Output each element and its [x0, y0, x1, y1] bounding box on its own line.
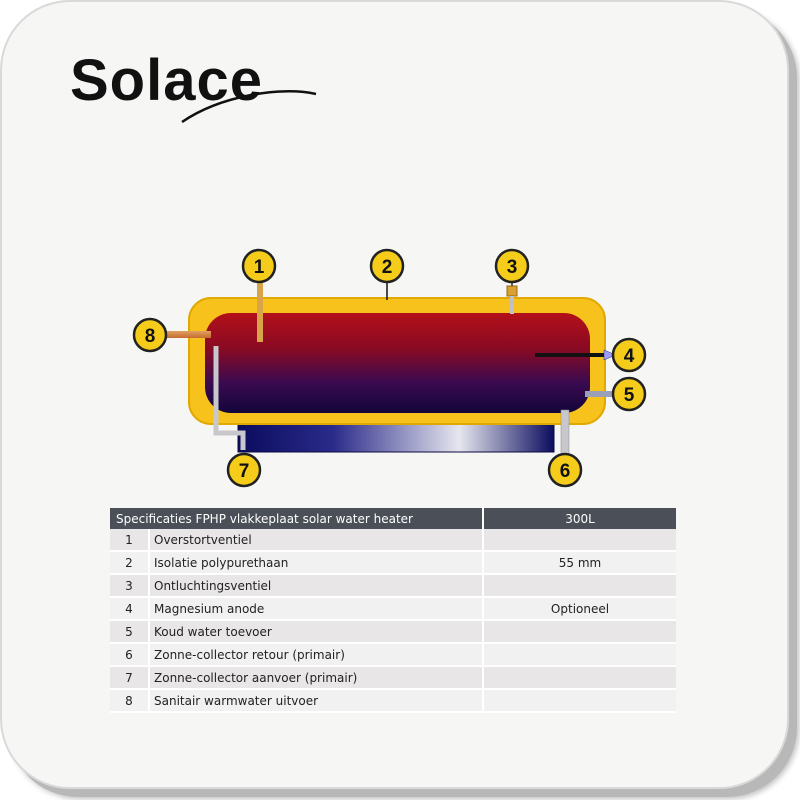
callout-1: 1: [241, 248, 277, 284]
table-row: 4 Magnesium anode Optioneel: [110, 597, 676, 621]
row-name: Zonne-collector aanvoer (primair): [149, 666, 484, 690]
row-value: [483, 666, 676, 690]
callout-5-label: 5: [624, 385, 635, 406]
callout-6: 6: [547, 452, 583, 488]
row-value: [483, 643, 676, 667]
table-row: 6 Zonne-collector retour (primair): [110, 643, 676, 667]
hot-water-pipe: [163, 331, 211, 338]
row-value: [483, 574, 676, 598]
tank-diagram: 1 2 3 4 5 6 7 8: [132, 248, 647, 488]
row-value: [483, 529, 676, 552]
cold-water-pipe: [585, 391, 615, 397]
anode-arrow-icon: [603, 349, 617, 361]
callout-6-label: 6: [560, 461, 571, 482]
table-row: 2 Isolatie polypurethaan 55 mm: [110, 551, 676, 575]
table-header-value: 300L: [483, 508, 676, 529]
row-value: 55 mm: [483, 551, 676, 575]
row-number: 3: [110, 574, 150, 598]
callout-2: 2: [369, 248, 405, 284]
callout-4: 4: [611, 337, 647, 373]
row-name: Isolatie polypurethaan: [149, 551, 484, 575]
callout-7: 7: [226, 452, 262, 488]
collector-return-pipe: [560, 409, 570, 457]
vent-valve: [506, 285, 518, 297]
table-row: 1 Overstortventiel: [110, 529, 676, 552]
callout-4-label: 4: [624, 346, 635, 367]
callout-1-label: 1: [254, 257, 265, 278]
logo-swoosh-icon: [181, 90, 317, 124]
row-number: 6: [110, 643, 150, 667]
callout-7-label: 7: [239, 461, 250, 482]
row-value: [483, 620, 676, 644]
row-number: 1: [110, 529, 150, 552]
callout-3-label: 3: [507, 257, 518, 278]
row-value: [483, 689, 676, 713]
callout-2-label: 2: [382, 257, 393, 278]
spec-table: Specificaties FPHP vlakkeplaat solar wat…: [110, 508, 676, 713]
solar-collector: [237, 423, 555, 453]
row-name: Sanitair warmwater uitvoer: [149, 689, 484, 713]
solace-logo: Solace: [70, 52, 317, 124]
overflow-valve: [257, 282, 263, 342]
collector-feed-pipe: [213, 346, 246, 450]
magnesium-anode: [535, 353, 605, 357]
callout-8-label: 8: [145, 326, 156, 347]
row-name: Overstortventiel: [149, 529, 484, 552]
row-number: 2: [110, 551, 150, 575]
table-row: 3 Ontluchtingsventiel: [110, 574, 676, 598]
tank-body: [205, 313, 590, 413]
callout-8: 8: [132, 317, 168, 353]
row-number: 7: [110, 666, 150, 690]
callout-5: 5: [611, 376, 647, 412]
table-row: 5 Koud water toevoer: [110, 620, 676, 644]
row-number: 8: [110, 689, 150, 713]
table-header-row: Specificaties FPHP vlakkeplaat solar wat…: [110, 508, 676, 529]
row-number: 5: [110, 620, 150, 644]
row-name: Zonne-collector retour (primair): [149, 643, 484, 667]
row-name: Ontluchtingsventiel: [149, 574, 484, 598]
row-value: Optioneel: [483, 597, 676, 621]
row-name: Koud water toevoer: [149, 620, 484, 644]
table-row: 7 Zonne-collector aanvoer (primair): [110, 666, 676, 690]
table-row: 8 Sanitair warmwater uitvoer: [110, 689, 676, 713]
row-name: Magnesium anode: [149, 597, 484, 621]
row-number: 4: [110, 597, 150, 621]
vent-stem: [510, 296, 514, 314]
table-header-label: Specificaties FPHP vlakkeplaat solar wat…: [110, 508, 484, 529]
callout-3: 3: [494, 248, 530, 284]
